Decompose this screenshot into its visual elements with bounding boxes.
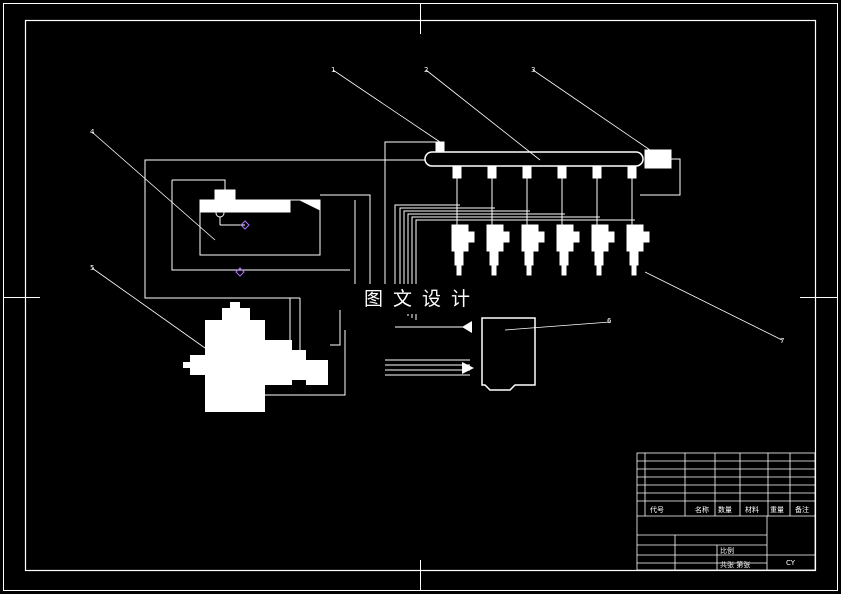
part-label-7: 7 [780, 337, 784, 345]
ecu-unit [481, 317, 536, 391]
high-pressure-pump [183, 302, 328, 412]
arrow-to-ecu-upper [462, 321, 472, 333]
header-remark: 备注 [795, 505, 809, 514]
center-marks [3, 3, 838, 591]
part-label-1: 1 [331, 66, 335, 74]
part-label-3: 3 [531, 66, 535, 74]
injector-1 [451, 165, 475, 276]
part-label-2: 2 [424, 66, 428, 74]
injector-2 [486, 165, 510, 276]
title-block [636, 452, 816, 571]
watermark: 图文设计 [342, 284, 496, 314]
part-label-5: 5 [90, 264, 94, 272]
leader-lines [91, 69, 783, 349]
header-weight: 重量 [770, 506, 784, 514]
arrow-to-ecu-lower [462, 362, 474, 374]
injector-4 [556, 165, 580, 276]
header-qty: 数量 [718, 505, 732, 514]
title-block-text: 代号 名称 数量 材料 重量 备注 比例 共张 第张 CY [650, 505, 809, 569]
part-label-4: 4 [90, 128, 95, 136]
part-label-group: 1 2 3 4 5 6 7 [90, 66, 784, 345]
injector-group [451, 165, 650, 276]
fuel-tank [199, 189, 321, 256]
header-name: 名称 [695, 505, 709, 514]
sheet-text: 共张 第张 [720, 560, 750, 569]
header-code: 代号 [650, 505, 664, 514]
drawing-number: CY [786, 559, 796, 567]
scale-label: 比例 [720, 546, 734, 555]
part-label-6: 6 [607, 317, 612, 325]
header-material: 材料 [745, 505, 759, 514]
injector-6 [626, 165, 650, 276]
fuel-lines [144, 141, 635, 396]
injector-5 [591, 165, 615, 276]
common-rail [424, 141, 681, 196]
injector-3 [521, 165, 545, 276]
